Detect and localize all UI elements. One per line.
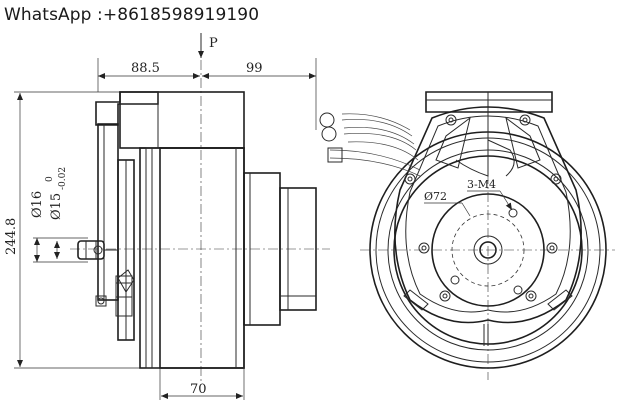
dim-right-width: 99	[246, 61, 263, 76]
dim-bottom-width: 70	[190, 382, 207, 397]
front-view: Ø72 3-M4	[319, 91, 615, 380]
force-arrow-label: P	[209, 36, 218, 51]
dim-pcd-diameter: Ø72	[424, 190, 447, 203]
dim-thread-spec: 3-M4	[467, 178, 496, 191]
whatsapp-contact-text: WhatsApp :+8618598919190	[4, 5, 260, 25]
dim-diameter-15-tol-lower: -0.02	[58, 167, 68, 190]
dim-diameter-15: Ø15	[49, 193, 64, 220]
dim-overall-height: 244.8	[4, 218, 19, 255]
dim-diameter-16: Ø16	[30, 191, 45, 218]
dim-left-width: 88.5	[131, 61, 160, 76]
side-view: P 88.5 99 244.8 Ø16 Ø15 0 -0.02	[4, 33, 330, 400]
dim-diameter-15-tol-upper: 0	[45, 176, 55, 182]
